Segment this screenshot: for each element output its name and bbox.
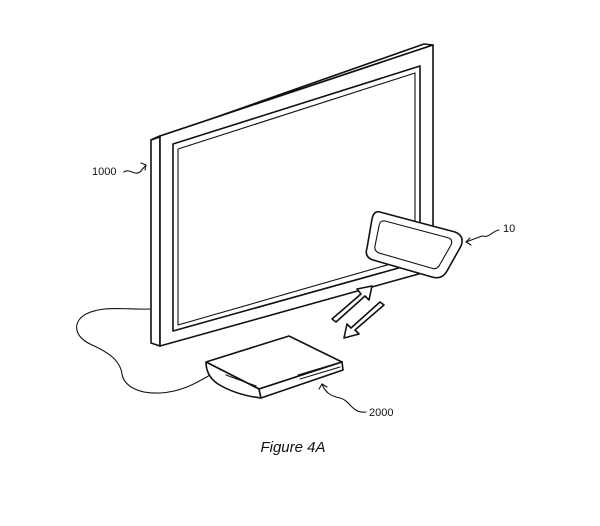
leader-1000 (123, 164, 147, 174)
label-1000: 1000 (92, 166, 116, 178)
label-10: 10 (503, 223, 515, 235)
connection-cable (76, 307, 211, 394)
leader-10 (465, 229, 500, 243)
figure-caption: Figure 4A (260, 439, 325, 456)
leader-2000 (321, 383, 367, 413)
controller-device (365, 210, 463, 279)
leader-10-arrowhead (465, 237, 472, 246)
game-console (205, 335, 344, 399)
communication-arrows (331, 285, 385, 339)
display-device (150, 43, 434, 347)
label-2000: 2000 (369, 407, 393, 419)
leader-2000-arrowhead (318, 383, 328, 390)
leader-1000-arrowhead (140, 162, 147, 171)
